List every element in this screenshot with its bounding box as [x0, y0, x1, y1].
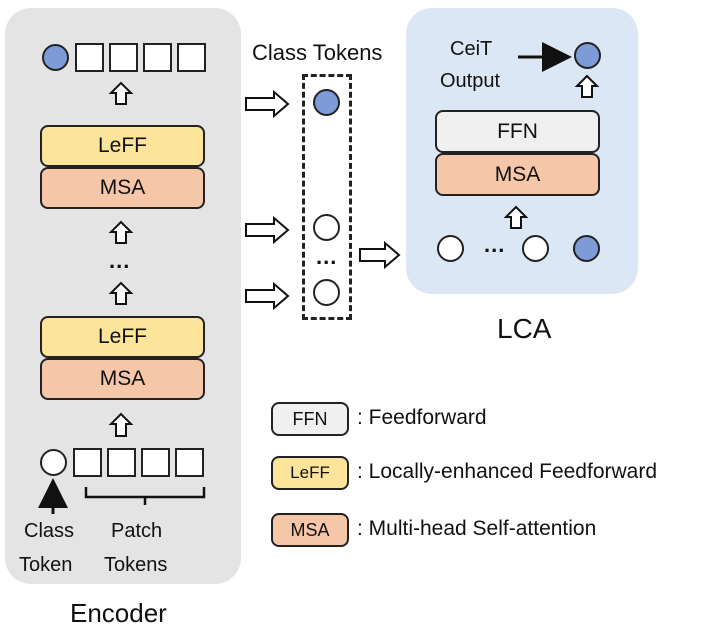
lca-input-class-token	[573, 235, 600, 262]
encoder-output-class-token	[42, 44, 69, 71]
encoder-output-patch-token	[109, 43, 138, 72]
encoder-input-patch-token	[107, 448, 136, 477]
right-arrow-icon	[359, 240, 401, 270]
encoder-upper-msa-block: MSA	[40, 167, 205, 209]
class-token-early	[313, 279, 340, 306]
encoder-output-patch-token	[177, 43, 206, 72]
lca-up-arrow-icon	[503, 205, 529, 229]
legend-msa-desc: : Multi-head Self-attention	[357, 517, 597, 540]
encoder-up-arrow-icon	[108, 281, 134, 305]
encoder-up-arrow-icon	[108, 412, 134, 437]
patch-tokens-label-line2: Tokens	[104, 554, 168, 576]
patch-tokens-label-line1: Patch	[111, 520, 163, 542]
class-token-intermediate	[313, 214, 340, 241]
encoder-lower-msa-block: MSA	[40, 358, 205, 400]
legend-leff-desc: : Locally-enhanced Feedforward	[357, 460, 658, 483]
class-tokens-dashed-box	[302, 74, 352, 320]
lca-msa-block: MSA	[435, 153, 600, 196]
lca-input-token	[437, 235, 464, 262]
legend-ffn-swatch: FFN	[271, 402, 349, 436]
lca-ffn-block: FFN	[435, 110, 600, 153]
patch-tokens-bracket	[84, 487, 206, 505]
lca-label: LCA	[497, 313, 552, 344]
ceit-output-token	[574, 42, 601, 69]
legend-ffn-desc: : Feedforward	[357, 406, 487, 429]
encoder-input-patch-token	[175, 448, 204, 477]
class-token-final	[313, 89, 340, 116]
ceit-output-label-line1: CeiT	[450, 38, 493, 60]
right-arrow-icon	[245, 89, 290, 119]
encoder-input-patch-token	[73, 448, 102, 477]
lca-up-arrow-icon	[574, 74, 600, 98]
class-token-label-line1: Class	[24, 520, 75, 542]
encoder-input-patch-token	[141, 448, 170, 477]
class-tokens-ellipsis: ...	[316, 244, 338, 269]
right-arrow-icon	[245, 281, 290, 311]
lca-input-ellipsis: ...	[484, 232, 506, 257]
lca-input-token	[522, 235, 549, 262]
encoder-up-arrow-icon	[108, 220, 134, 244]
encoder-ellipsis: ...	[109, 248, 131, 273]
encoder-upper-leff-block: LeFF	[40, 125, 205, 167]
right-arrow-icon	[245, 215, 290, 245]
encoder-output-patch-token	[75, 43, 104, 72]
class-token-label-line2: Token	[19, 554, 73, 576]
class-tokens-label: Class Tokens	[252, 40, 383, 65]
encoder-up-arrow-icon	[108, 81, 134, 105]
legend-msa-swatch: MSA	[271, 513, 349, 547]
encoder-output-patch-token	[143, 43, 172, 72]
legend-leff-swatch: LeFF	[271, 456, 349, 490]
encoder-lower-leff-block: LeFF	[40, 316, 205, 358]
encoder-label: Encoder	[70, 598, 167, 628]
ceit-output-label-line2: Output	[440, 70, 501, 92]
encoder-input-class-token	[40, 449, 67, 476]
